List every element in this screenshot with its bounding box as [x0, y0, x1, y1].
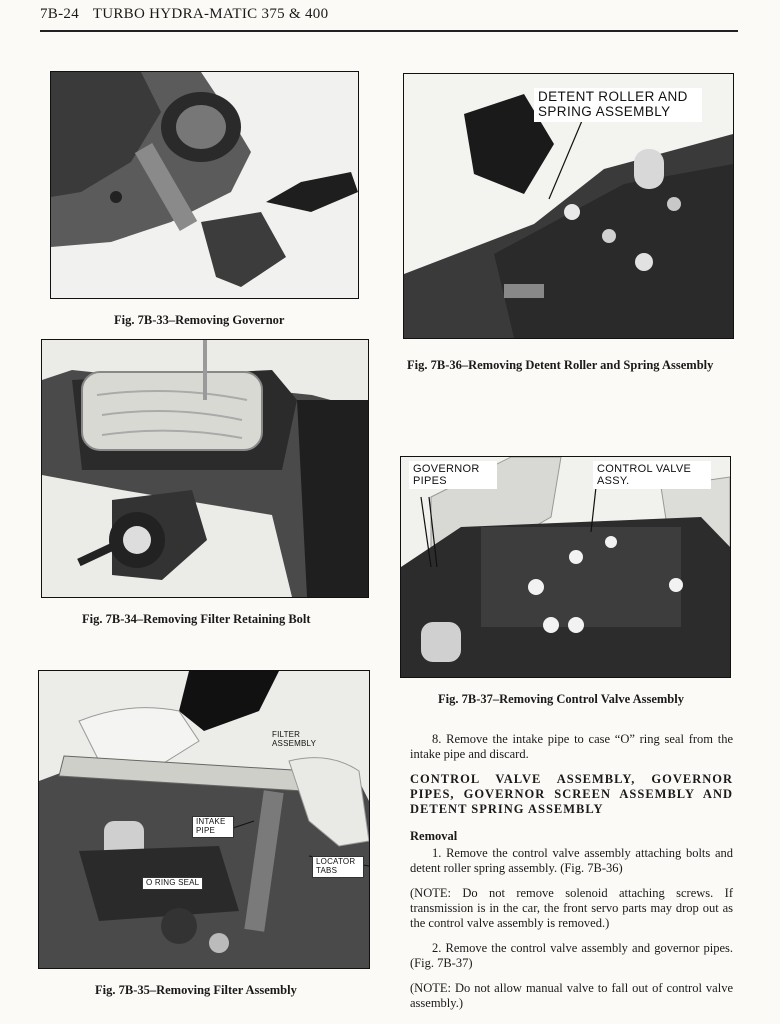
- removal-step-1: 1. Remove the control valve assembly att…: [410, 846, 733, 875]
- figure-caption-7b-34: Fig. 7B-34–Removing Filter Retaining Bol…: [82, 612, 311, 626]
- label-filter-assembly: FILTER ASSEMBLY: [272, 730, 317, 748]
- label-governor-pipes: GOVERNOR PIPES: [409, 461, 497, 490]
- figure-caption-7b-36: Fig. 7B-36–Removing Detent Roller and Sp…: [407, 358, 714, 372]
- manual-title: TURBO HYDRA-MATIC 375 & 400: [92, 6, 329, 22]
- figure-caption-7b-35: Fig. 7B-35–Removing Filter Assembly: [95, 983, 297, 997]
- page-header: 7B-24 TURBO HYDRA-MATIC 375 & 400: [40, 6, 738, 32]
- section-heading: CONTROL VALVE ASSEMBLY, GOVERNOR PIPES, …: [410, 772, 733, 816]
- instruction-text: 8. Remove the intake pipe to case “O” ri…: [410, 732, 733, 1021]
- note-solenoid: (NOTE: Do not remove solenoid attaching …: [410, 886, 733, 930]
- photo-removing-governor: [50, 71, 359, 299]
- removal-subheading: Removal: [410, 829, 458, 843]
- photo-removing-filter-retaining-bolt: [41, 339, 369, 598]
- label-detent-roller-and-spring-assembly: DETENT ROLLER AND SPRING ASSEMBLY: [534, 88, 702, 122]
- figure-caption-7b-37: Fig. 7B-37–Removing Control Valve Assemb…: [438, 692, 684, 706]
- label-intake-pipe: INTAKE PIPE: [192, 816, 234, 838]
- label-control-valve-assy: CONTROL VALVE ASSY.: [593, 461, 711, 490]
- label-o-ring-seal: O RING SEAL: [142, 877, 204, 890]
- page-number: 7B-24: [40, 6, 79, 22]
- removal-step-2: 2. Remove the control valve assembly and…: [410, 941, 733, 970]
- photo-removing-control-valve: [400, 456, 731, 678]
- step-8: 8. Remove the intake pipe to case “O” ri…: [410, 732, 733, 761]
- figure-caption-7b-33: Fig. 7B-33–Removing Governor: [114, 313, 285, 327]
- label-locator-tabs: LOCATOR TABS: [312, 856, 364, 878]
- note-manual-valve: (NOTE: Do not allow manual valve to fall…: [410, 981, 733, 1010]
